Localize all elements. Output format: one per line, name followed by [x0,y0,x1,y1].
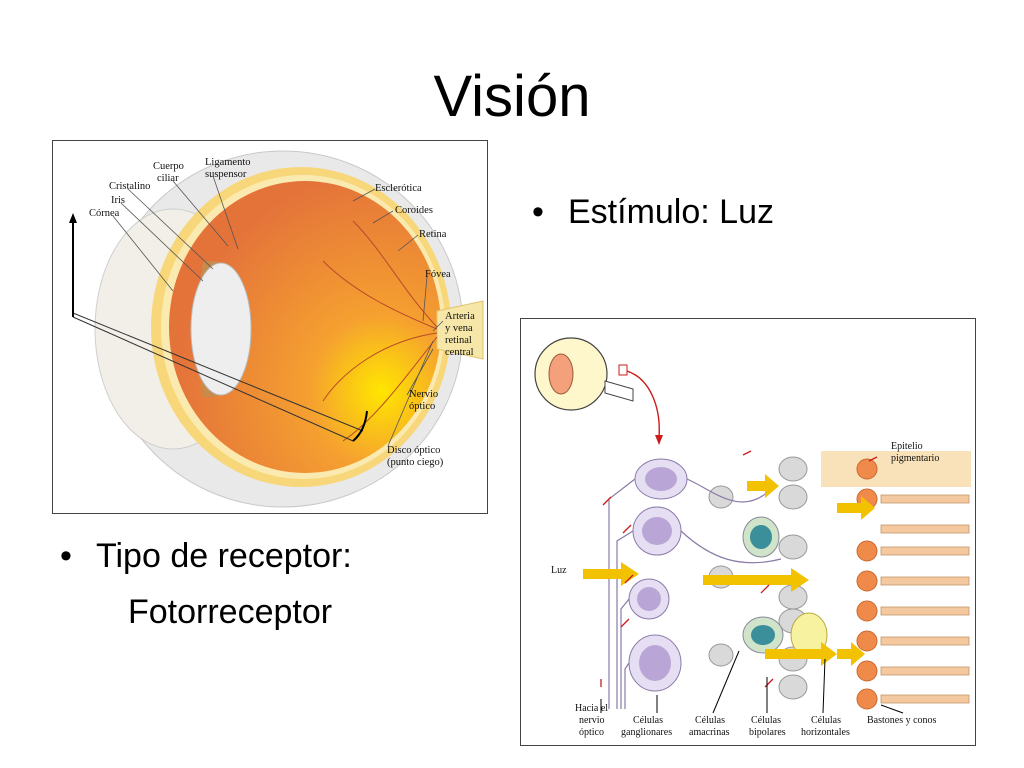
label-nervio-1: Nervio [409,389,438,400]
bullet-receptor-line2: Fotorreceptor [128,593,333,631]
zoom-pointer-line [626,370,660,438]
bullet-stimulus-text: Estímulo: Luz [568,193,774,231]
bullet-stimulus: • Estímulo: Luz [532,192,774,232]
label-nervio-2: óptico [409,401,435,412]
label-cristalino: Cristalino [109,181,150,192]
image-arrow-line [352,410,368,442]
pigment-epithelium-shape [821,451,971,487]
label-bastones: Bastones y conos [867,715,937,726]
visual-axis-line [72,312,364,432]
vitreous-body-shape [169,181,441,473]
bullet-receptor: • Tipo de receptor: [60,536,352,576]
label-hacia-2: nervio [579,715,605,726]
label-ganglionares-2: ganglionares [621,727,672,738]
retina-cells-svg: Epitelio pigmentario Luz Hacia el nervio… [534,337,971,738]
label-cuerpo-ciliar-2: ciliar [157,173,179,184]
zoom-pointer-icon [655,435,663,445]
inset-nerve-shape [604,380,634,402]
retinal-vessels-shape [322,220,438,442]
label-disco-2: (punto ciego) [387,457,444,468]
label-amacrinas-1: Células [695,715,725,726]
label-arteria-2: y vena [445,323,473,334]
ganglion-cells [628,458,688,692]
label-luz: Luz [551,565,567,576]
eye-anatomy-diagram: Cuerpo ciliar Ligamento suspensor Crista… [52,140,488,514]
signal-arrows [600,450,878,688]
slide-title: Visión [433,64,591,129]
label-cornea: Córnea [89,208,120,219]
label-ganglionares-1: Células [633,715,663,726]
optic-nerve-shape [436,300,484,360]
label-retina: Retina [419,229,447,240]
label-fovea: Fóvea [425,269,451,280]
inset-zoom-box [618,364,628,376]
label-pointer-lines [600,650,904,714]
label-epitelio-2: pigmentario [891,453,939,464]
object-arrow-head-icon [69,213,77,223]
label-amacrinas-2: amacrinas [689,727,730,738]
bullet-dot: • [532,193,544,231]
label-coroides: Coroides [395,205,433,216]
label-bipolares-2: bipolares [749,727,786,738]
inset-lens-shape [548,353,574,395]
amacrine-cells [742,516,784,654]
label-epitelio-1: Epitelio [891,441,923,452]
label-arteria-3: retinal [445,335,472,346]
label-cuerpo-ciliar-1: Cuerpo [153,161,184,172]
bullet-dot: • [60,537,72,575]
visual-axis-line [72,316,354,442]
label-esclerotica: Esclerótica [375,183,422,194]
light-arrows [583,474,875,666]
label-horizontales-1: Células [811,715,841,726]
label-hacia-3: óptico [579,727,604,738]
label-horizontales-2: horizontales [801,727,850,738]
grey-cells [708,456,808,700]
label-ligamento-2: suspensor [205,169,247,180]
label-bipolares-1: Células [751,715,781,726]
photoreceptor-row [856,458,970,710]
bullet-receptor-line1: Tipo de receptor: [96,537,352,575]
retina-cells-diagram: Epitelio pigmentario Luz Hacia el nervio… [520,318,976,746]
label-arteria-1: Arteria [445,311,475,322]
leader-lines [112,175,444,447]
label-disco-1: Disco óptico [387,445,440,456]
lens-shape [190,262,252,396]
label-ligamento-1: Ligamento [205,157,251,168]
eye-anatomy-svg: Cuerpo ciliar Ligamento suspensor Crista… [69,150,484,508]
label-arteria-4: central [445,347,474,358]
label-hacia-1: Hacia el [575,703,608,714]
label-iris: Iris [111,195,125,206]
